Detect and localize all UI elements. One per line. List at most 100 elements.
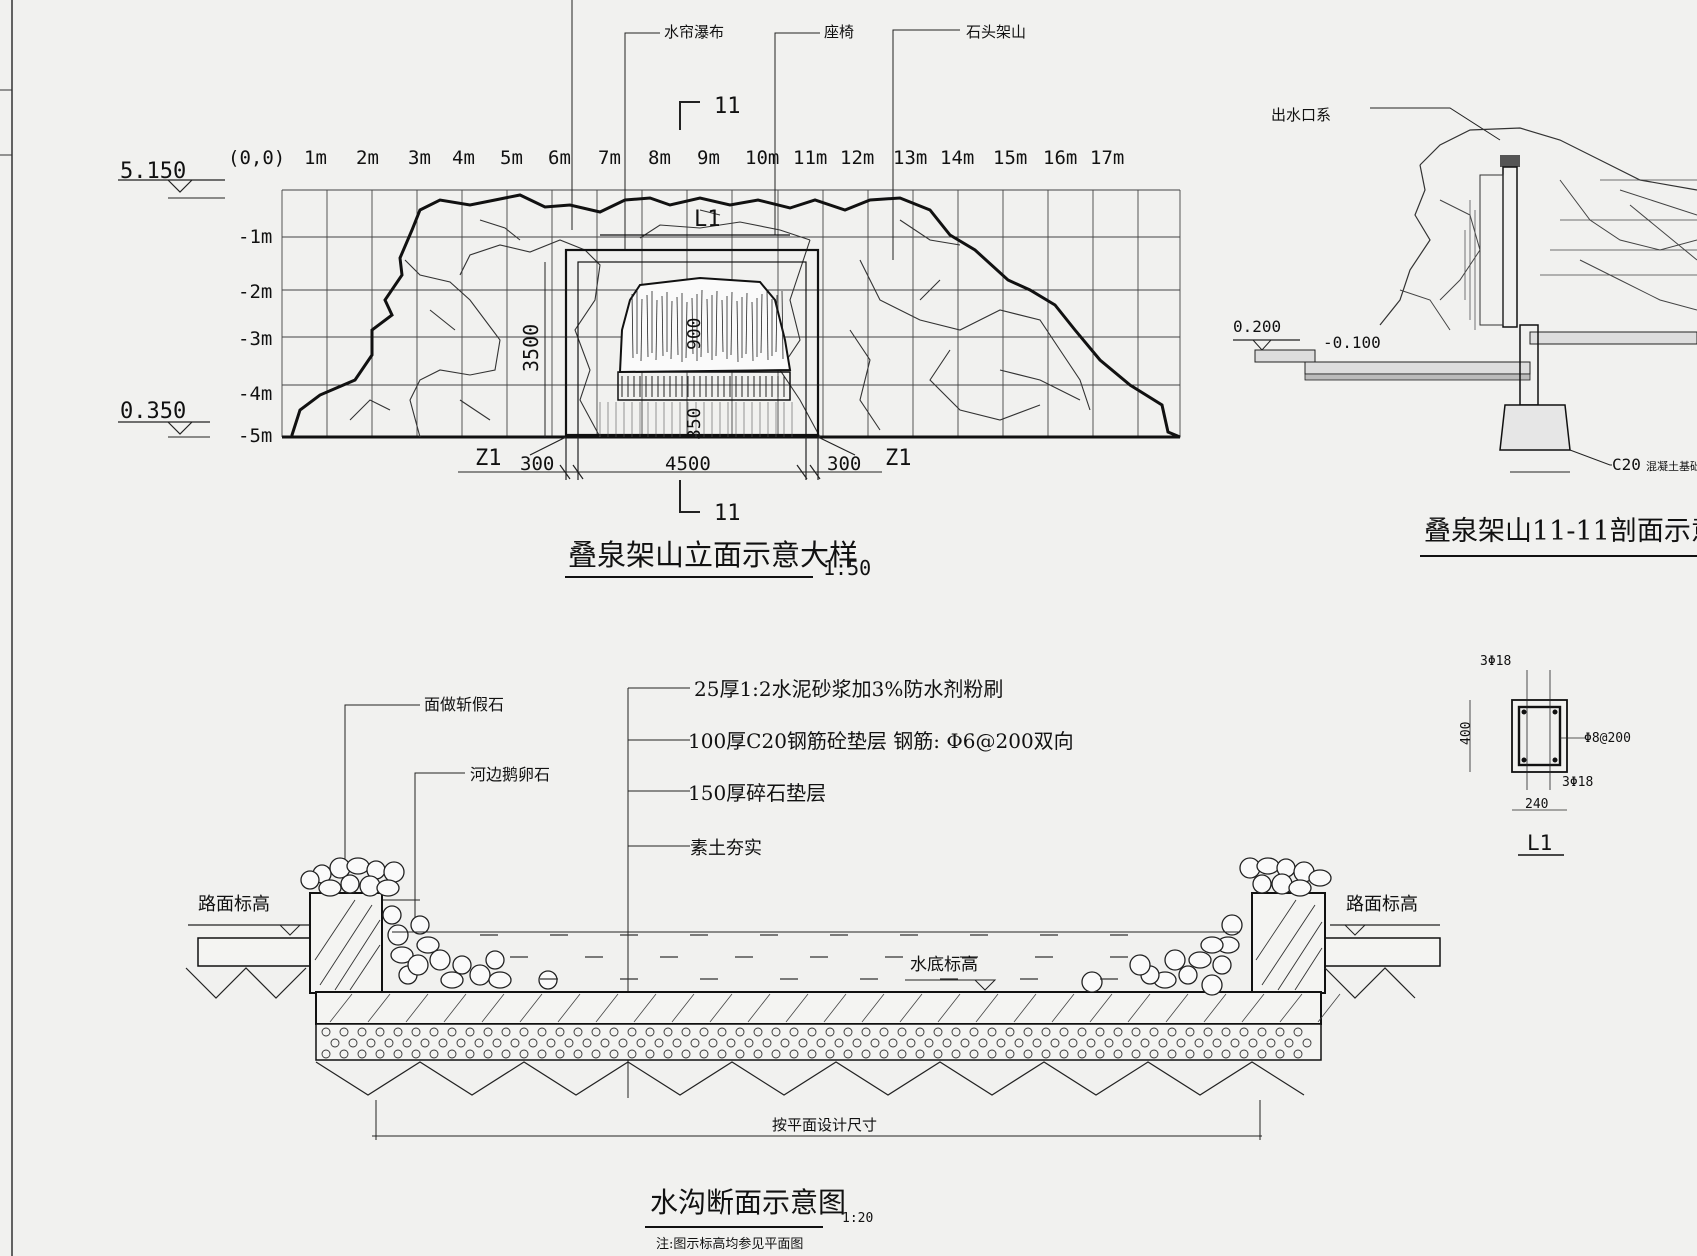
gravel-circle (1122, 1038, 1132, 1048)
gravel-circle (717, 1027, 727, 1037)
gravel-circle (483, 1049, 493, 1059)
gravel-circle (861, 1027, 871, 1037)
road-slab-right (1324, 937, 1441, 967)
gravel-circle (1239, 1027, 1249, 1037)
gravel-circle (438, 1038, 448, 1048)
concrete-slab (315, 991, 1322, 1025)
gravel-circle (978, 1038, 988, 1048)
gravel-circle (627, 1027, 637, 1037)
level-bottom-triangle (167, 421, 193, 435)
gravel-circle (987, 1049, 997, 1059)
gravel-circle (1086, 1038, 1096, 1048)
dim-seat-value: 350 (684, 407, 705, 440)
layer-leader-ticks (628, 687, 690, 847)
gravel-circle (879, 1049, 889, 1059)
gravel-circle (447, 1049, 457, 1059)
slab-hatch-line (405, 993, 429, 1023)
gravel-circle (510, 1038, 520, 1048)
gravel-circle (780, 1038, 790, 1048)
section-marker-top-label: 11 (714, 94, 741, 119)
gravel-circle (375, 1027, 385, 1037)
gravel-circle (951, 1049, 961, 1059)
gravel-circle (357, 1049, 367, 1059)
gravel-circle (1275, 1049, 1285, 1059)
slab-hatch-line (595, 993, 619, 1023)
gravel-circle (1059, 1049, 1069, 1059)
gravel-circle (942, 1038, 952, 1048)
pebble (376, 879, 400, 897)
beam-stirrup-label: Φ8@200 (1584, 731, 1631, 746)
slab-hatch-line (519, 993, 543, 1023)
gravel-circle (897, 1049, 907, 1059)
waterfall-stroke (745, 292, 748, 355)
section-right-slab (1529, 331, 1697, 345)
pebble (407, 954, 429, 976)
gravel-circle (897, 1027, 907, 1037)
grid-x-label: 8m (648, 147, 671, 169)
gravel-circle (528, 1038, 538, 1048)
layer-callout-concrete: 100厚C20钢筋砼垫层 钢筋: Φ6@200双向 (688, 729, 1074, 753)
gravel-circle (1248, 1038, 1258, 1048)
foundation-sub-label: 混凝土基础 (1646, 459, 1697, 473)
gravel-circle (807, 1027, 817, 1037)
waterfall-stroke (640, 298, 643, 362)
gravel-circle (1113, 1049, 1123, 1059)
gravel-circle (564, 1038, 574, 1048)
slab-hatch-line (709, 993, 733, 1023)
gravel-circle (654, 1038, 664, 1048)
waterfall-stroke (655, 299, 658, 361)
gravel-circle (1068, 1038, 1078, 1048)
road-level-left: 路面标高 (198, 894, 270, 915)
gravel-circle (555, 1049, 565, 1059)
slab-hatch-line (1279, 993, 1303, 1023)
gravel-circle (1293, 1049, 1303, 1059)
gravel-circle (915, 1049, 925, 1059)
grid-y-label: -5m (238, 425, 272, 447)
gravel-circle (663, 1049, 673, 1059)
slab-hatch-line (861, 993, 885, 1023)
slab-hatch-line (747, 993, 771, 1023)
gravel-circle (753, 1027, 763, 1037)
pebble-label: 河边鹅卵石 (470, 765, 550, 784)
gravel-circle (951, 1027, 961, 1037)
ditch-wall-right (1251, 892, 1326, 994)
beam-stirrup (1517, 705, 1562, 767)
slab-hatch-line (557, 993, 581, 1023)
section-marker-bottom (679, 480, 700, 513)
gravel-circle (1185, 1049, 1195, 1059)
waterfall-stroke (691, 297, 694, 355)
gravel-circle (1131, 1027, 1141, 1037)
grid-y-label: -1m (238, 226, 272, 248)
gravel-circle (1275, 1027, 1285, 1037)
gravel-circle (789, 1027, 799, 1037)
ditch-note: 注:图示标高均参见平面图 (656, 1236, 803, 1252)
elevation-title: 叠泉架山立面示意大样 (568, 538, 858, 572)
gravel-circle (1194, 1038, 1204, 1048)
gravel-circle (825, 1049, 835, 1059)
gravel-circle (852, 1038, 862, 1048)
level-top-triangle (167, 179, 193, 193)
gravel-circle (879, 1027, 889, 1037)
column-left-label: Z1 (475, 446, 502, 471)
gravel-circle (1059, 1027, 1069, 1037)
waterfall-stroke (715, 290, 718, 357)
gravel-circle (987, 1027, 997, 1037)
gravel-circle (717, 1049, 727, 1059)
grid-y-label: -3m (238, 328, 272, 350)
gravel-circle (357, 1027, 367, 1037)
gravel-circle (726, 1038, 736, 1048)
top-callout-leaders (571, 0, 960, 260)
pebble (383, 861, 405, 883)
gravel-circle (321, 1049, 331, 1059)
gravel-circle (447, 1027, 457, 1037)
gravel-circle (330, 1038, 340, 1048)
gravel-circle (681, 1049, 691, 1059)
section-pipe (1479, 174, 1504, 326)
slab-hatch-line (1317, 993, 1341, 1023)
pebble (390, 946, 414, 964)
pebble (340, 874, 360, 894)
section-rock-contours (1399, 179, 1697, 331)
soil-left-line (185, 967, 307, 999)
grid-x-label: 11m (793, 147, 827, 169)
pebble (1129, 954, 1151, 976)
